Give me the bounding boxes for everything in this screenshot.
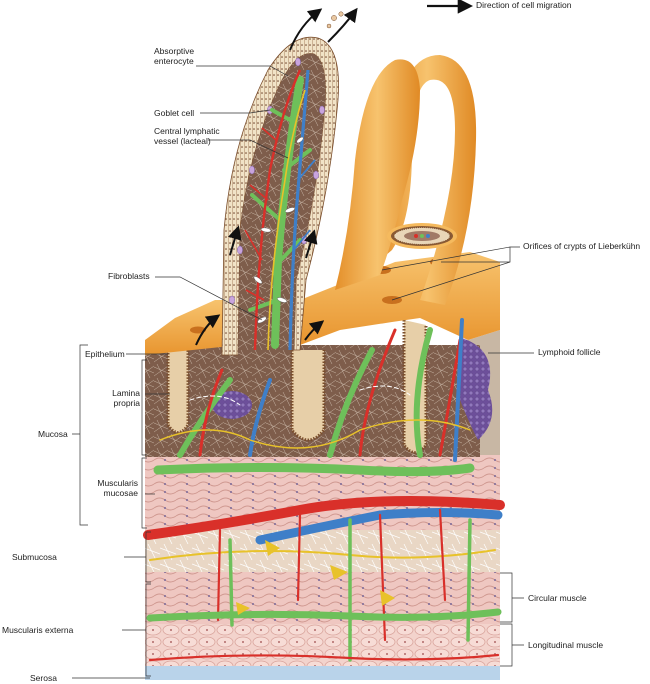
label-goblet-cell: Goblet cell xyxy=(154,108,195,118)
submucosal-artery xyxy=(143,496,505,540)
mucosal-vessel-network xyxy=(159,318,471,462)
villus-cross-section xyxy=(387,223,457,249)
migration-arrow-crypt-left xyxy=(195,314,221,346)
label-absorptive-enterocyte: Absorptive enterocyte xyxy=(154,46,195,66)
label-lymphoid-follicle: Lymphoid follicle xyxy=(538,347,601,357)
label-muscularis-externa: Muscularis externa xyxy=(2,625,74,635)
crypt-middle xyxy=(290,350,326,442)
sloughed-cells xyxy=(326,11,344,29)
leader-fibroblasts xyxy=(155,276,263,321)
migration-arrow-villus-right xyxy=(304,229,318,259)
migration-arrow-tip-right xyxy=(327,7,358,43)
leader-lines xyxy=(72,65,534,679)
myenteric-plexus xyxy=(146,608,502,622)
label-central-lacteal: Central lymphatic vessel (lacteal) xyxy=(154,126,220,146)
migration-arrow-crypt-right xyxy=(304,320,325,341)
label-mucosa: Mucosa xyxy=(38,429,68,439)
bracket-circular-muscle xyxy=(500,572,524,623)
lymphatic-horizontal xyxy=(153,463,475,477)
lymphoid-follicle xyxy=(460,338,493,440)
bracket-muscularis-mucosae xyxy=(141,457,147,529)
label-circular-muscle: Circular muscle xyxy=(528,593,587,603)
bracket-lamina-propria xyxy=(141,359,147,456)
label-lamina-propria: Lamina propria xyxy=(112,388,140,408)
leader-orifices xyxy=(381,246,520,301)
submucosa-layer xyxy=(145,528,500,572)
bracket-submucosa xyxy=(124,531,151,583)
bracket-muscularis-externa xyxy=(122,583,151,677)
villus-artery-branches xyxy=(244,127,277,301)
villus-cutaway xyxy=(221,36,339,356)
label-longitudinal-muscle: Longitudinal muscle xyxy=(528,640,604,650)
lymphoid-cluster xyxy=(212,391,252,419)
label-epithelium: Epithelium xyxy=(85,349,125,359)
migration-arrow-tip-left xyxy=(289,8,323,51)
migration-arrows xyxy=(195,7,358,346)
villus-back-middle xyxy=(335,59,420,290)
goblet-cells xyxy=(229,57,325,305)
label-muscularis-mucosae: Muscularis mucosae xyxy=(97,478,138,498)
label-submucosa: Submucosa xyxy=(12,552,57,562)
legend-text: Direction of cell migration xyxy=(476,0,572,10)
villus-vein xyxy=(288,69,310,351)
bracket-longitudinal-muscle xyxy=(500,623,524,667)
label-orifices: Orifices of crypts of Lieberkühn xyxy=(523,241,641,251)
leader-absorptive-enterocyte xyxy=(196,65,289,77)
leader-goblet-cell xyxy=(200,109,271,114)
bracket-mucosa xyxy=(72,344,88,526)
submucosal-vessels xyxy=(143,463,505,662)
label-fibroblasts: Fibroblasts xyxy=(108,271,150,281)
serosa-layer xyxy=(145,664,500,680)
leader-lacteal xyxy=(208,139,289,159)
villus-nerve xyxy=(267,89,306,351)
label-serosa: Serosa xyxy=(30,673,57,683)
fibroblast-cells xyxy=(253,136,304,324)
migration-arrow-villus-left xyxy=(228,225,242,256)
crypt-left xyxy=(166,350,190,434)
